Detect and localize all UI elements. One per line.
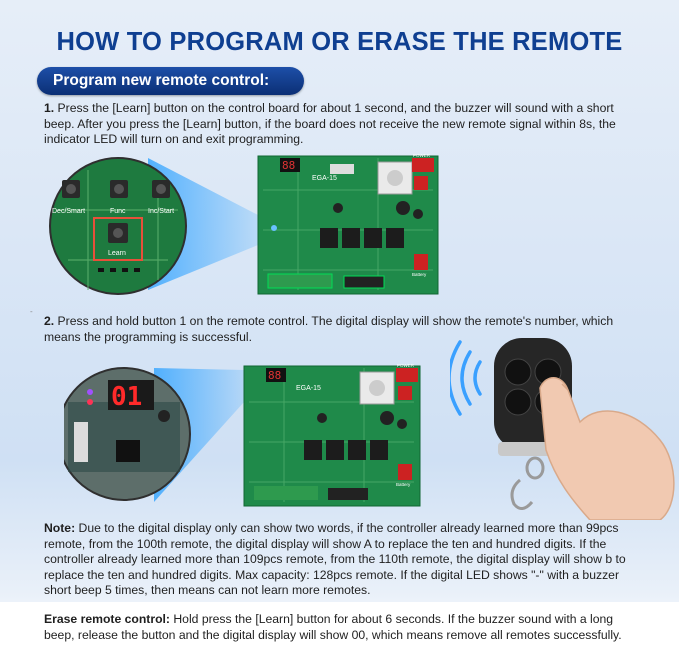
button-func	[110, 180, 128, 198]
signal-waves-icon	[450, 340, 482, 416]
power-switch	[414, 176, 428, 190]
learn-highlight	[93, 217, 143, 261]
connector-header	[330, 164, 354, 174]
smd-parts	[98, 268, 140, 272]
relays	[320, 228, 404, 248]
screw-terminals	[267, 273, 385, 289]
step-1-number: 1.	[44, 101, 55, 115]
board-model: EGA-15	[312, 175, 337, 182]
board-model: EGA-15	[296, 385, 321, 392]
step-1-body: Press the [Learn] button on the control …	[44, 101, 616, 147]
note-body: Due to the digital display only can show…	[44, 521, 626, 598]
learn-button-on-board	[271, 225, 277, 231]
figure-display: 01 88 POWER EGA-15 Battery	[64, 363, 421, 507]
svg-text:88: 88	[268, 369, 281, 382]
seven-segment-display	[280, 158, 300, 172]
svg-text:88: 88	[282, 159, 295, 172]
tiny-mark: -	[30, 307, 33, 316]
battery-connector	[398, 464, 412, 480]
note-label: Note:	[44, 521, 76, 535]
svg-text:POWER: POWER	[413, 153, 431, 158]
button-dec-smart	[62, 180, 80, 198]
button-inc-start	[152, 180, 170, 198]
seven-segment-display	[266, 368, 286, 382]
ic-chip	[116, 440, 140, 462]
button-learn	[108, 223, 128, 243]
section-pill: Program new remote control:	[37, 67, 304, 95]
display-digits: 01	[111, 382, 142, 412]
step-2-number: 2.	[44, 314, 55, 328]
label-func: Func	[110, 208, 126, 215]
erase-label: Erase remote control:	[44, 612, 170, 626]
hand-icon	[539, 377, 675, 520]
erase-text: Erase remote control: Hold press the [Le…	[44, 612, 644, 643]
capacitors	[333, 201, 423, 219]
label-dec-smart: Dec/Smart	[52, 208, 85, 215]
step-2-body: Press and hold button 1 on the remote co…	[44, 314, 614, 344]
battery-connector	[414, 254, 428, 270]
seven-segment-display-zoom	[108, 380, 154, 410]
erase-section-bg	[0, 602, 679, 658]
label-inc-start: Inc/Start	[148, 208, 174, 215]
note-text: Note: Due to the digital display only ca…	[44, 521, 644, 599]
figure-remote-hand	[450, 338, 675, 520]
step-1-text: 1. Press the [Learn] button on the contr…	[44, 101, 634, 148]
step-2-text: 2. Press and hold button 1 on the remote…	[44, 314, 634, 345]
white-connector	[74, 422, 88, 462]
label-learn: Learn	[108, 250, 126, 257]
keyring-icon	[510, 456, 545, 510]
svg-text:Battery: Battery	[396, 482, 411, 487]
figure-learn-button: Dec/Smart Func Inc/Start Learn 88 POWER …	[49, 153, 439, 295]
svg-text:Battery: Battery	[412, 272, 427, 277]
page-title: HOW TO PROGRAM OR ERASE THE REMOTE	[56, 28, 623, 56]
erase-body: Hold press the [Learn] button for about …	[44, 612, 622, 642]
power-switch	[398, 386, 412, 400]
svg-text:POWER: POWER	[397, 363, 415, 368]
